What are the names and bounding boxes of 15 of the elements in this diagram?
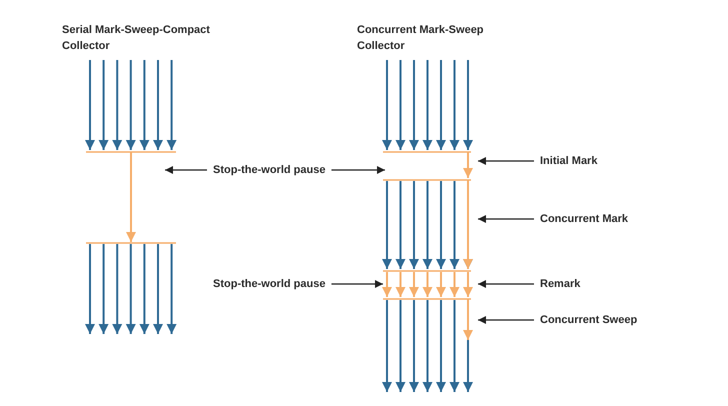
pointer-arrow [478,215,534,223]
pointer-arrow [478,280,534,288]
pointer-arrow [331,166,385,174]
phase-label: Remark [540,277,580,291]
column-heading: Serial Mark-Sweep-Compact Collector [62,23,211,54]
column-heading: Concurrent Mark-Sweep Collector [357,23,485,54]
pointer-arrow [478,316,534,324]
phase-label: Stop-the-world pause [213,277,326,291]
phase-label: Initial Mark [540,154,598,168]
phase-label: Concurrent Mark [540,212,628,226]
phase-label: Stop-the-world pause [213,163,326,177]
phase-label: Concurrent Sweep [540,313,638,327]
pointer-arrow [478,157,534,165]
pointer-arrow [165,166,207,174]
pointer-arrow [331,280,383,288]
